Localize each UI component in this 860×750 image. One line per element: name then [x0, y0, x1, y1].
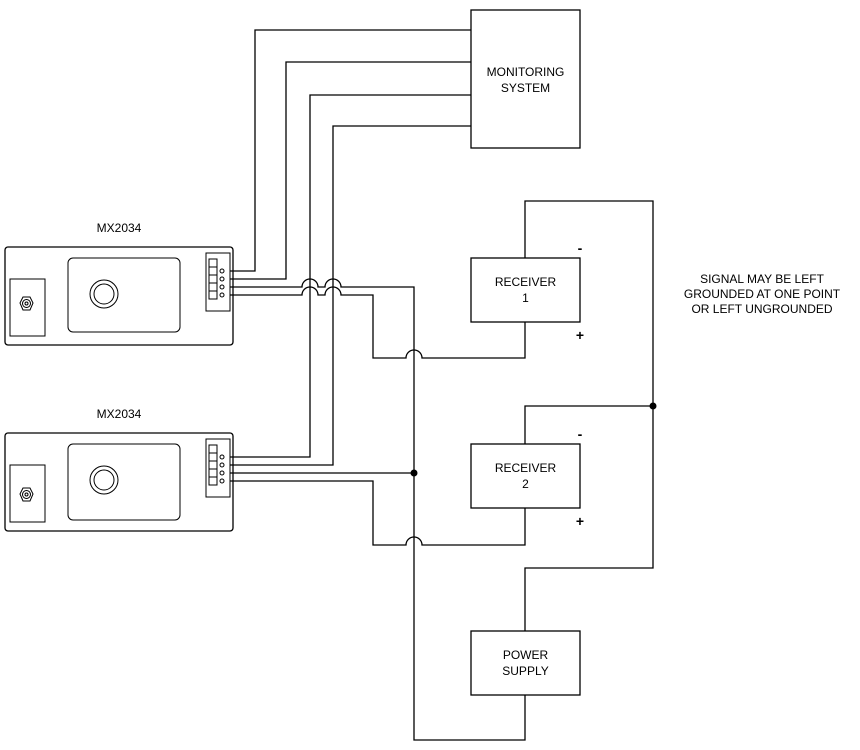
wire-dev1-monitor-2 — [230, 61, 471, 280]
receiver-1-plus: + — [576, 327, 584, 343]
device-2-body — [4, 432, 234, 532]
power-supply-line1: POWER — [503, 648, 549, 662]
power-supply-line2: SUPPLY — [502, 664, 548, 678]
grounding-note: SIGNAL MAY BE LEFT GROUNDED AT ONE POINT… — [684, 272, 841, 316]
wire-dev2-signal — [230, 480, 526, 546]
device-1-body — [4, 246, 234, 346]
grounding-note-line2: GROUNDED AT ONE POINT — [684, 287, 841, 301]
monitoring-system-line1: MONITORING — [487, 65, 565, 79]
device-1-terminal-block — [205, 252, 231, 312]
receiver-2-box: RECEIVER 2 - + — [470, 426, 584, 529]
device-2-window — [67, 443, 181, 521]
device-1-connector — [9, 278, 46, 337]
device-1-label: MX2034 — [97, 221, 142, 235]
receiver-2-minus: - — [578, 426, 583, 442]
device-2-connector — [9, 464, 46, 523]
device-1-window — [67, 257, 181, 333]
receiver-1-minus: - — [578, 240, 583, 256]
receiver-1-line2: 1 — [522, 291, 529, 305]
receiver-2-plus: + — [576, 513, 584, 529]
wire-receiver1-minus — [524, 200, 654, 631]
grounding-note-line3: OR LEFT UNGROUNDED — [691, 302, 832, 316]
mx2034-device-1: MX2034 — [4, 221, 234, 346]
wire-dev1-monitor-1 — [230, 29, 471, 272]
receiver-1-box: RECEIVER 1 - + — [470, 240, 584, 343]
power-supply-box: POWER SUPPLY — [470, 630, 581, 696]
wire-dev2-monitor-2 — [230, 125, 471, 466]
device-2-label: MX2034 — [97, 407, 142, 421]
receiver-2-line2: 2 — [522, 477, 529, 491]
junction-dot-power — [410, 469, 418, 477]
monitoring-system-box: MONITORING SYSTEM — [470, 9, 581, 149]
device-2-terminal-block — [205, 438, 231, 498]
receiver-2-line1: RECEIVER — [495, 461, 557, 475]
grounding-note-line1: SIGNAL MAY BE LEFT — [700, 272, 824, 286]
device-1-knob-icon — [89, 279, 119, 309]
wire-dev1-power — [230, 278, 526, 741]
wire-dev2-monitor-1 — [230, 94, 471, 458]
mx2034-device-2: MX2034 — [4, 407, 234, 532]
device-2-knob-icon — [89, 465, 119, 495]
junction-dot-ground — [649, 402, 657, 410]
device-1-connector-nut-icon — [19, 296, 34, 311]
receiver-1-line1: RECEIVER — [495, 275, 557, 289]
wire-dev1-signal — [230, 286, 526, 359]
wire-receiver2-minus — [524, 405, 653, 444]
monitoring-system-line2: SYSTEM — [501, 81, 550, 95]
device-2-connector-nut-icon — [19, 487, 34, 502]
